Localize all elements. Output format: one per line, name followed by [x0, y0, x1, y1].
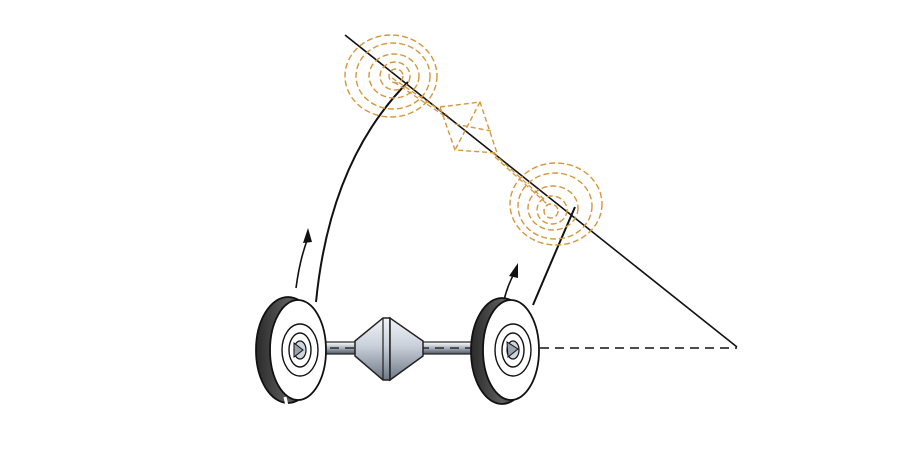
- near-left-wheel: [255, 296, 327, 411]
- far-left-wheel-ghost: [344, 34, 438, 118]
- right-rotation-arc: [532, 206, 576, 306]
- left-rotation-arc: [315, 81, 409, 303]
- rotation-axis-line: [344, 34, 738, 348]
- far-axle-ghost: [391, 77, 548, 205]
- left-direction-arrow: [295, 228, 312, 289]
- far-right-wheel-ghost: [509, 162, 603, 246]
- far-cone-ghost: [439, 101, 498, 154]
- near-right-wheel: [470, 297, 540, 405]
- near-cone: [354, 316, 424, 382]
- right-direction-arrow: [503, 263, 518, 301]
